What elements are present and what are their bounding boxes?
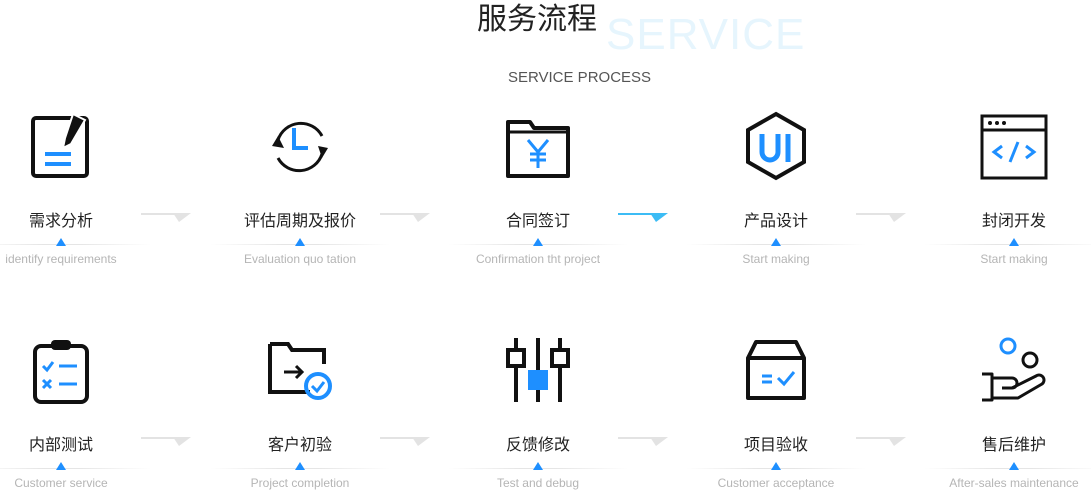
sliders-icon	[506, 338, 570, 402]
step-title: 客户初验	[267, 437, 332, 454]
folder-yen-icon	[506, 120, 570, 178]
arrow-icon	[856, 437, 906, 446]
triangle-marker-icon	[771, 462, 781, 470]
process-step: 内部测试 Customer service	[0, 334, 161, 490]
triangle-marker-icon	[1009, 462, 1019, 470]
hand-service-icon	[982, 337, 1046, 402]
step-divider	[686, 238, 866, 250]
process-step: 项目验收 Customer acceptance	[676, 334, 876, 490]
triangle-marker-icon	[771, 238, 781, 246]
step-divider	[448, 462, 628, 474]
step-title: 封闭开发	[981, 213, 1046, 230]
step-title: 内部测试	[28, 437, 93, 454]
step-subtitle: Start making	[980, 252, 1048, 266]
box-check-icon	[746, 340, 806, 400]
process-step: 封闭开发 Start making	[914, 110, 1091, 266]
code-window-icon	[980, 114, 1048, 180]
step-title: 评估周期及报价	[243, 213, 356, 230]
step-subtitle: Evaluation quo tation	[243, 252, 357, 266]
triangle-marker-icon	[295, 238, 305, 246]
process-step: 需求分析 identify requirements	[0, 110, 161, 266]
step-divider	[0, 238, 151, 250]
step-divider	[210, 462, 390, 474]
arrow-icon	[380, 437, 430, 446]
step-title: 产品设计	[743, 213, 808, 230]
process-step: 合同签订 Confirmation tht project	[438, 110, 638, 266]
arrow-icon	[141, 437, 191, 446]
step-title: 反馈修改	[505, 437, 570, 454]
step-title: 合同签订	[505, 213, 570, 230]
page-subtitle: SERVICE PROCESS	[507, 69, 652, 86]
triangle-marker-icon	[1009, 238, 1019, 246]
step-subtitle: Project completion	[250, 476, 350, 490]
step-divider	[686, 462, 866, 474]
step-divider	[210, 238, 390, 250]
triangle-marker-icon	[295, 462, 305, 470]
step-divider	[924, 238, 1091, 250]
step-title: 售后维护	[981, 437, 1046, 454]
process-step: 产品设计 Start making	[676, 110, 876, 266]
step-subtitle: Test and debug	[496, 476, 580, 490]
triangle-marker-icon	[56, 462, 66, 470]
folder-check-icon	[268, 342, 332, 400]
background-watermark: SERVICE	[606, 10, 806, 59]
clipboard-checklist-icon	[33, 340, 89, 404]
arrow-icon	[618, 437, 668, 446]
step-subtitle: Start making	[742, 252, 810, 266]
step-title: 项目验收	[743, 437, 808, 454]
step-subtitle: identify requirements	[5, 252, 117, 266]
triangle-marker-icon	[533, 238, 543, 246]
process-step: 客户初验 Project completion	[200, 334, 400, 490]
step-title: 需求分析	[28, 213, 93, 230]
step-subtitle: Confirmation tht project	[475, 252, 601, 266]
process-step: 反馈修改 Test and debug	[438, 334, 638, 490]
step-subtitle: Customer acceptance	[717, 476, 835, 490]
step-divider	[448, 238, 628, 250]
arrow-icon	[618, 213, 668, 222]
step-subtitle: Customer service	[14, 476, 108, 490]
arrow-icon	[856, 213, 906, 222]
step-divider	[0, 462, 151, 474]
process-step: 售后维护 After-sales maintenance	[914, 334, 1091, 490]
triangle-marker-icon	[56, 238, 66, 246]
step-subtitle: After-sales maintenance	[949, 476, 1079, 490]
ui-hexagon-icon	[746, 111, 806, 181]
arrow-icon	[141, 213, 191, 222]
step-divider	[924, 462, 1091, 474]
clock-cycle-icon	[272, 121, 328, 173]
page-title: 服务流程	[477, 3, 597, 36]
process-step: 评估周期及报价 Evaluation quo tation	[200, 110, 400, 266]
document-edit-icon	[31, 112, 89, 178]
arrow-icon	[380, 213, 430, 222]
triangle-marker-icon	[533, 462, 543, 470]
